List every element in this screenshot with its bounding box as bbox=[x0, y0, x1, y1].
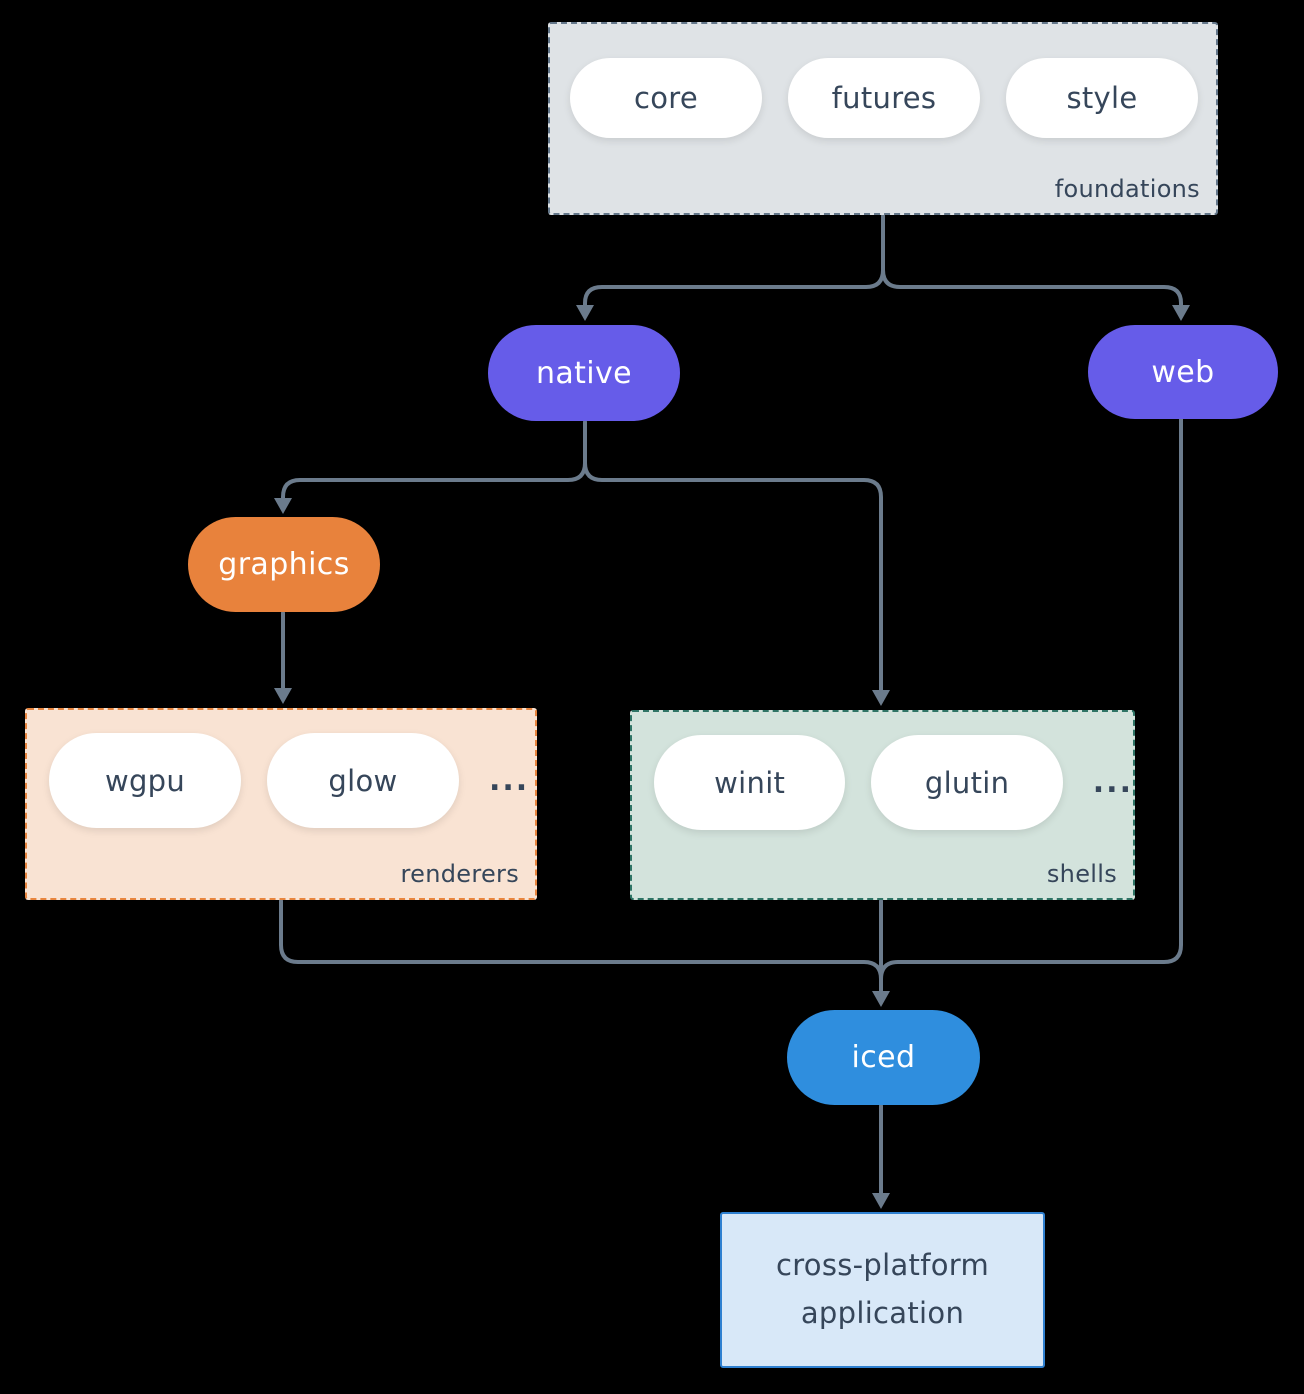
renderers-pill-row: wgpu glow ... bbox=[27, 710, 535, 828]
foundations-group-label: foundations bbox=[1054, 175, 1200, 203]
edge-shells-iced bbox=[872, 899, 890, 1007]
shells-ellipsis: ... bbox=[1092, 765, 1133, 800]
node-web-label: web bbox=[1151, 354, 1215, 390]
node-graphics: graphics bbox=[188, 517, 380, 612]
node-glutin-label: glutin bbox=[924, 765, 1010, 800]
shells-pill-row: winit glutin ... bbox=[632, 712, 1133, 830]
node-style: style bbox=[1006, 58, 1198, 138]
shells-group-label: shells bbox=[1046, 860, 1117, 888]
node-graphics-label: graphics bbox=[218, 547, 350, 582]
node-glow-label: glow bbox=[328, 763, 398, 798]
edge-native-graphics bbox=[274, 420, 587, 514]
node-futures: futures bbox=[788, 58, 980, 138]
node-native: native bbox=[488, 325, 680, 421]
node-glow: glow bbox=[267, 733, 459, 828]
node-style-label: style bbox=[1066, 81, 1138, 115]
renderers-group-label: renderers bbox=[400, 860, 519, 888]
node-wgpu-label: wgpu bbox=[104, 763, 186, 798]
node-winit-label: winit bbox=[714, 765, 786, 800]
edge-foundations-native bbox=[576, 214, 885, 321]
edge-native-shells bbox=[583, 461, 890, 706]
renderers-group: wgpu glow ... renderers bbox=[25, 708, 537, 900]
node-wgpu: wgpu bbox=[49, 733, 241, 828]
node-iced-label: iced bbox=[851, 1040, 916, 1075]
node-web: web bbox=[1088, 325, 1278, 419]
shells-group: winit glutin ... shells bbox=[630, 710, 1135, 900]
node-glutin: glutin bbox=[871, 735, 1063, 830]
edge-graphics-renderers bbox=[274, 611, 292, 704]
cross-platform-application-label: cross-platform application bbox=[775, 1248, 990, 1330]
cross-platform-application-box: cross-platform application bbox=[720, 1212, 1045, 1368]
node-core-label: core bbox=[633, 81, 698, 115]
node-winit: winit bbox=[654, 735, 846, 830]
edge-iced-application bbox=[872, 1104, 890, 1209]
node-core: core bbox=[570, 58, 762, 138]
node-iced: iced bbox=[787, 1010, 980, 1105]
edge-renderers-iced bbox=[279, 899, 883, 981]
node-native-label: native bbox=[535, 355, 633, 391]
foundations-pill-row: core futures style bbox=[550, 24, 1216, 138]
edge-foundations-web bbox=[881, 268, 1190, 321]
renderers-ellipsis: ... bbox=[489, 763, 530, 798]
node-futures-label: futures bbox=[831, 81, 937, 115]
foundations-group: core futures style foundations bbox=[548, 22, 1218, 215]
